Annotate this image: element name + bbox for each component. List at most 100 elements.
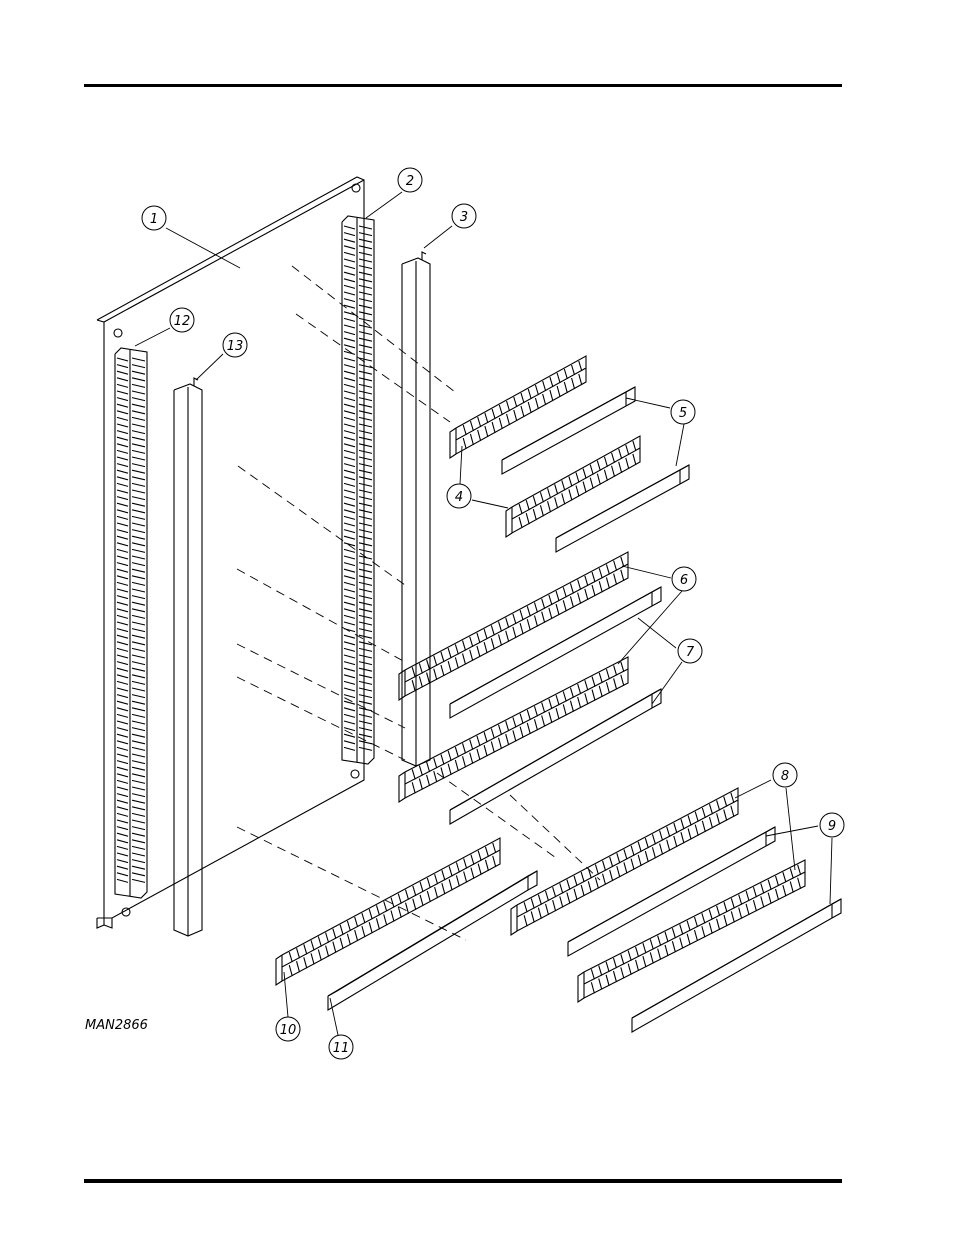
comb-tooth xyxy=(484,745,487,756)
comb-top xyxy=(512,436,640,519)
comb-tooth xyxy=(318,937,321,947)
drawing-number: MAN2866 xyxy=(85,1018,148,1033)
callout-label: 5 xyxy=(679,406,687,421)
alignment-line xyxy=(437,773,559,860)
comb-tooth xyxy=(548,501,551,512)
comb-tooth xyxy=(132,477,145,480)
comb-tooth xyxy=(117,483,128,486)
comb-front xyxy=(405,669,628,798)
comb-tooth xyxy=(636,947,639,957)
comb-tooth xyxy=(621,557,624,567)
comb-tooth xyxy=(132,747,145,750)
comb-tooth xyxy=(117,813,128,816)
comb-tooth xyxy=(614,678,617,689)
comb-tooth xyxy=(543,394,546,405)
comb-tooth xyxy=(132,543,145,546)
comb-tooth xyxy=(355,917,358,927)
comb-tooth xyxy=(376,918,379,929)
comb-tooth xyxy=(132,780,145,783)
comb-tooth xyxy=(132,853,145,856)
vertical-channel xyxy=(174,378,202,936)
comb-tooth xyxy=(746,891,749,901)
comb-tooth xyxy=(359,398,372,401)
comb-tooth xyxy=(117,378,128,381)
comb-tooth xyxy=(638,842,641,852)
callout-8: 8 xyxy=(735,763,797,870)
comb-tooth xyxy=(753,900,756,911)
comb-tooth xyxy=(117,840,128,843)
callout-leader xyxy=(735,780,771,798)
alignment-line xyxy=(238,466,405,585)
comb-tooth xyxy=(344,747,355,750)
comb-tooth xyxy=(556,604,559,615)
comb-tooth xyxy=(344,714,355,717)
callout-4: 4 xyxy=(447,446,508,508)
comb-end xyxy=(450,428,456,458)
comb-tooth xyxy=(484,642,487,653)
comb-tooth xyxy=(546,891,549,901)
comb-tooth xyxy=(344,404,355,407)
comb-tooth xyxy=(434,771,437,782)
comb-tooth xyxy=(562,493,565,504)
callout-label: 12 xyxy=(174,314,191,329)
channel-strip xyxy=(450,587,661,718)
comb-end xyxy=(506,507,512,537)
comb-tooth xyxy=(359,543,372,546)
comb-tooth xyxy=(132,417,145,420)
comb-tooth xyxy=(344,668,355,671)
comb-tooth xyxy=(534,615,537,626)
comb-tooth xyxy=(132,371,145,374)
comb-tooth xyxy=(132,708,145,711)
comb-tooth xyxy=(563,587,566,597)
comb-tooth xyxy=(359,563,372,566)
comb-tooth xyxy=(603,861,606,871)
comb-tooth xyxy=(359,483,372,486)
comb-tooth xyxy=(739,908,742,919)
comb-tooth xyxy=(592,690,595,701)
comb-tooth xyxy=(359,404,372,407)
callout-leader xyxy=(786,788,795,870)
comb-top xyxy=(405,552,628,682)
comb-tooth xyxy=(359,576,372,579)
comb-tooth xyxy=(717,800,720,810)
comb-tooth xyxy=(117,648,128,651)
comb-tooth xyxy=(470,753,473,764)
comb-tooth xyxy=(304,944,307,954)
comb-tooth xyxy=(359,497,372,500)
comb-tooth xyxy=(117,358,128,361)
comb-tooth xyxy=(590,465,593,475)
comb-tooth xyxy=(344,431,355,434)
comb-tooth xyxy=(132,549,145,552)
comb-tooth xyxy=(513,614,516,624)
comb-tooth xyxy=(117,800,128,803)
comb-tooth xyxy=(448,648,451,658)
channel-top xyxy=(632,899,841,1018)
comb-tooth xyxy=(359,523,372,526)
comb-tooth xyxy=(132,530,145,533)
comb-tooth xyxy=(560,883,563,893)
comb-tooth xyxy=(570,583,573,593)
comb-tooth xyxy=(672,928,675,938)
comb-tooth xyxy=(535,385,538,395)
comb-tooth xyxy=(555,497,558,508)
comb-tooth xyxy=(117,688,128,691)
comb-tooth xyxy=(132,378,145,381)
comb-tooth xyxy=(470,637,473,647)
comb-tooth xyxy=(506,734,509,745)
comb-tooth xyxy=(731,898,734,908)
comb-tooth xyxy=(344,398,355,401)
comb-tooth xyxy=(117,523,128,526)
comb-tooth xyxy=(513,627,516,638)
comb-tooth xyxy=(132,589,145,592)
comb-tooth xyxy=(359,259,372,262)
comb-tooth xyxy=(132,450,145,453)
callout-label: 4 xyxy=(455,490,463,505)
comb-tooth xyxy=(638,855,641,866)
comb-tooth xyxy=(132,761,145,764)
comb-tooth xyxy=(581,885,584,896)
comb-tooth xyxy=(117,365,128,368)
comb-tooth xyxy=(117,701,128,704)
comb-tooth xyxy=(660,831,663,841)
comb-tooth xyxy=(344,332,355,335)
callout-13: 13 xyxy=(196,333,247,380)
